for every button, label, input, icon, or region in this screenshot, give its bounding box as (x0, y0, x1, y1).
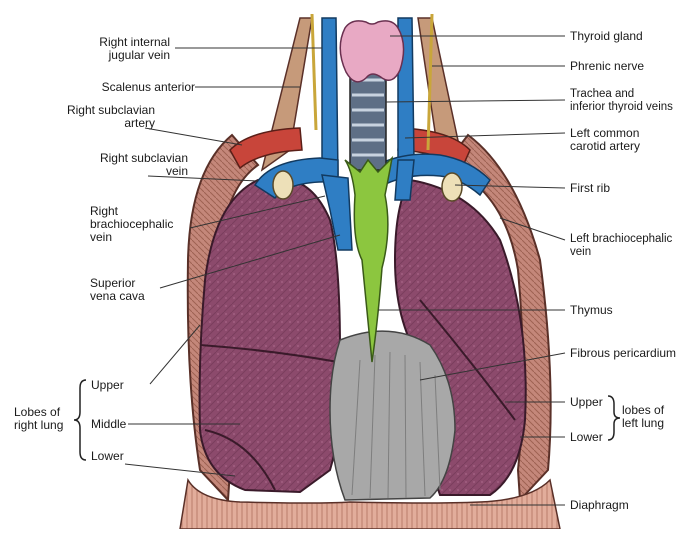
label-right-internal-jugular-vein: Right internal jugular vein (99, 36, 170, 62)
brace-right-lung (74, 380, 86, 460)
right-lung (200, 180, 342, 492)
label-phrenic-nerve: Phrenic nerve (570, 60, 644, 73)
label-right-subclavian-artery: Right subclavian artery (67, 104, 155, 130)
label-fibrous-pericardium: Fibrous pericardium (570, 347, 676, 360)
label-scalenus-anterior: Scalenus anterior (102, 81, 195, 94)
brace-left-lung (608, 396, 620, 440)
label-right-subclavian-vein: Right subclavian vein (100, 152, 188, 178)
first-rib-right (273, 171, 293, 199)
label-lobes-of-left-lung: lobes of left lung (622, 404, 664, 430)
label-lower-left: Lower (570, 431, 603, 444)
label-upper-right: Upper (91, 379, 124, 392)
label-right-brachiocephalic-vein: Right brachiocephalic vein (90, 205, 173, 244)
label-superior-vena-cava: Superior vena cava (90, 277, 145, 303)
leader-right-subclavian-artery (145, 128, 242, 145)
label-thyroid-gland: Thyroid gland (570, 30, 643, 43)
label-thymus: Thymus (570, 304, 613, 317)
label-lower-right: Lower (91, 450, 124, 463)
right-internal-jugular-vein-shape (322, 18, 338, 175)
first-rib-left (442, 173, 462, 201)
label-first-rib: First rib (570, 182, 610, 195)
phrenic-nerve-right (312, 14, 316, 130)
fibrous-pericardium-shape (330, 331, 455, 500)
label-middle-right: Middle (91, 418, 126, 431)
label-lobes-of-right-lung: Lobes of right lung (14, 406, 63, 432)
label-left-common-carotid-artery: Left common carotid artery (570, 127, 640, 153)
left-vein-descending (395, 160, 414, 200)
label-trachea-inferior-thyroid-veins: Trachea and inferior thyroid veins (570, 88, 673, 114)
thyroid-gland-shape (340, 21, 403, 82)
label-diaphragm: Diaphragm (570, 499, 629, 512)
label-upper-left: Upper (570, 396, 603, 409)
label-left-brachiocephalic-vein: Left brachiocephalic vein (570, 233, 672, 259)
